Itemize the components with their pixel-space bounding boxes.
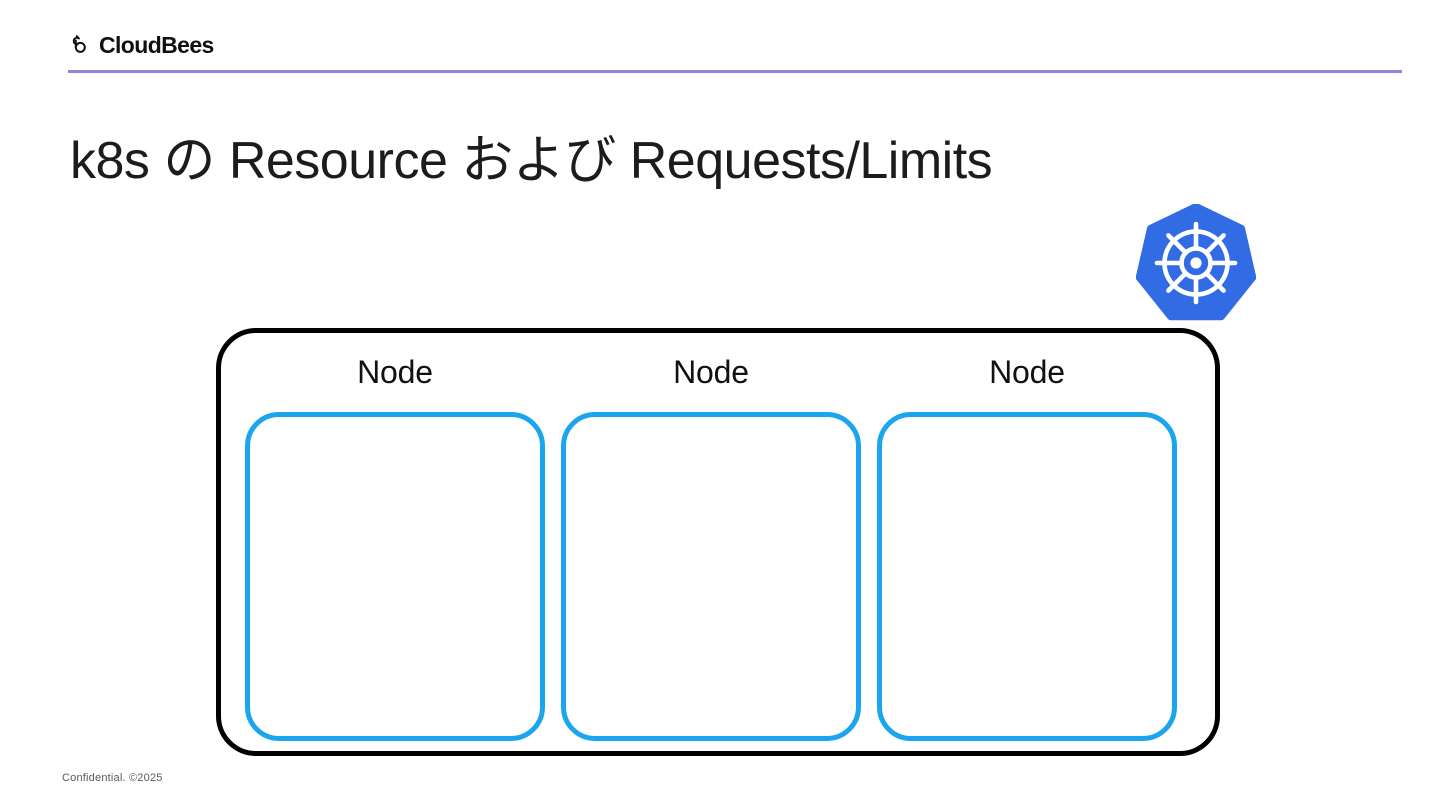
node-group-1: Node <box>245 354 545 741</box>
cluster-container: Node Node Node <box>216 328 1220 756</box>
node-label: Node <box>357 354 433 390</box>
node-box <box>877 412 1177 741</box>
cloudbees-bee-icon <box>72 35 86 53</box>
node-box <box>561 412 861 741</box>
page-title: k8s の Resource および Requests/Limits <box>70 131 993 190</box>
header-divider <box>68 70 1402 73</box>
node-label: Node <box>673 354 749 390</box>
node-group-2: Node <box>561 354 861 741</box>
node-label: Node <box>989 354 1065 390</box>
footer-confidential-notice: Confidential. ©2025 <box>62 772 163 784</box>
cloudbees-logo-lockup: CloudBees <box>68 30 214 60</box>
node-group-3: Node <box>877 354 1177 741</box>
node-box <box>245 412 545 741</box>
kubernetes-logo-icon <box>1136 204 1256 321</box>
cloudbees-wordmark: CloudBees <box>99 31 214 58</box>
